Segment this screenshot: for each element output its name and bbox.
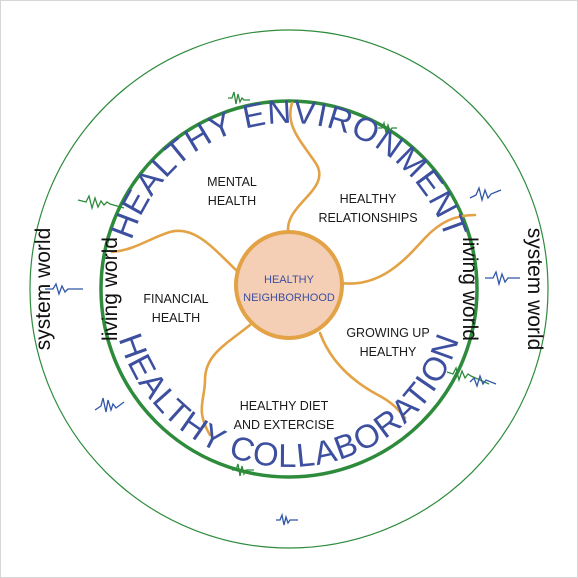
segment-label-line2: HEALTH xyxy=(208,194,256,208)
wave-bottom-right-icon xyxy=(276,512,298,526)
wave-left-lower-icon xyxy=(94,397,125,413)
spoke-bottom-left xyxy=(200,323,252,437)
wave-right-middle-icon xyxy=(485,270,520,287)
segment-label-line2: RELATIONSHIPS xyxy=(318,211,417,225)
wave-left-middle-icon xyxy=(45,282,83,297)
spoke-left xyxy=(110,229,240,274)
wave-top-right-icon xyxy=(378,120,397,134)
hub-label-line1: HEALTHY xyxy=(264,274,315,286)
segment-label-line1: GROWING UP xyxy=(346,326,429,340)
wave-top-left-icon xyxy=(228,91,250,105)
segment-label-line2: HEALTH xyxy=(152,311,200,325)
outer-ring xyxy=(29,29,549,549)
hub-circle xyxy=(234,230,344,340)
inner-ring xyxy=(99,99,479,479)
spoke-top xyxy=(286,101,321,238)
segment-growing: GROWING UP HEALTHY xyxy=(346,326,429,359)
segment-label-line1: HEALTHY DIET xyxy=(240,399,329,413)
left-living-world-label: living world xyxy=(99,237,122,341)
segment-label-line1: FINANCIAL xyxy=(143,292,208,306)
spoke-right xyxy=(339,213,477,285)
left-system-world-label: system world xyxy=(32,228,55,351)
segment-label-line2: HEALTHY xyxy=(360,345,417,359)
wave-bottom-left-icon xyxy=(232,463,254,477)
segment-diet: HEALTHY DIET AND EXTERCISE xyxy=(234,399,335,432)
segment-label-line2: AND EXTERCISE xyxy=(234,418,335,432)
waveform-glyphs xyxy=(45,91,520,526)
right-system-world-label: system world xyxy=(523,228,546,351)
right-living-world-label: living world xyxy=(458,237,481,341)
spoke-bottom-right xyxy=(318,331,407,420)
segment-label-line1: MENTAL xyxy=(207,175,257,189)
segment-mental: MENTAL HEALTH xyxy=(207,175,257,208)
wave-right-lower-icon xyxy=(446,366,490,385)
wave-right-lower-blue-icon xyxy=(469,373,497,389)
wave-right-upper-icon xyxy=(469,185,502,203)
spokes xyxy=(110,101,477,437)
segment-relationships: HEALTHY RELATIONSHIPS xyxy=(318,192,417,225)
segment-label-line1: HEALTHY xyxy=(340,192,397,206)
segment-financial: FINANCIAL HEALTH xyxy=(143,292,208,325)
hub-label-line2: NEIGHBORHOOD xyxy=(243,292,335,304)
wave-left-upper-icon xyxy=(77,194,125,211)
